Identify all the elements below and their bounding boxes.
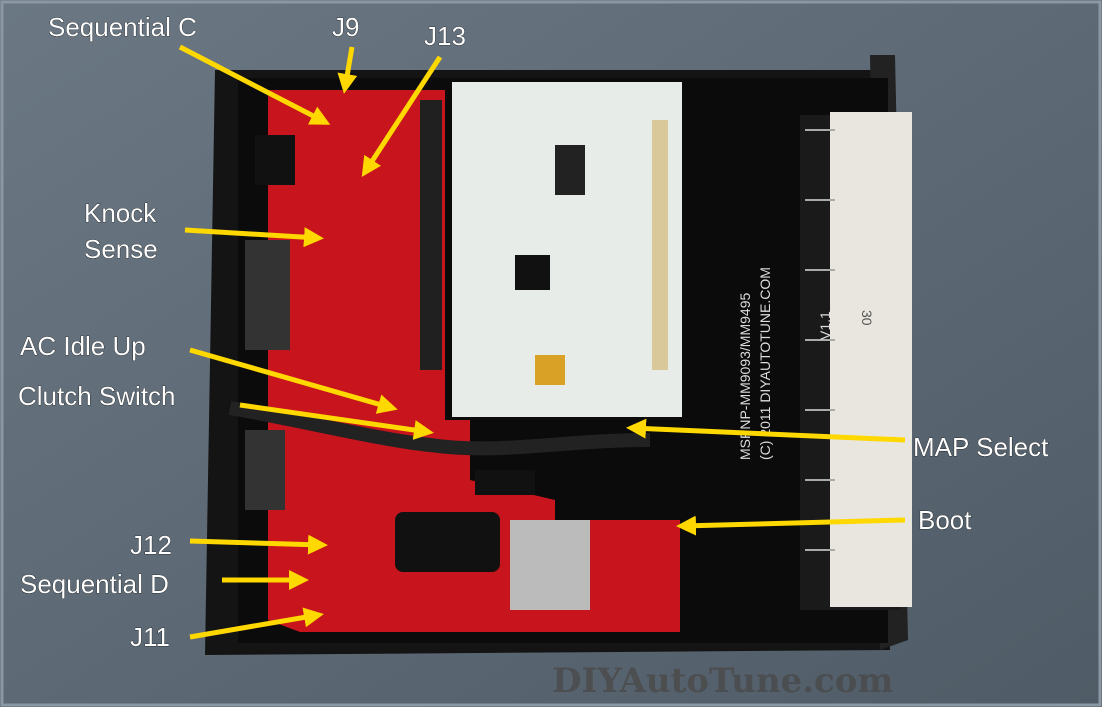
arrow-boot xyxy=(676,515,906,536)
label-j9: J9 xyxy=(332,12,359,42)
watermark: DIYAutoTune.com xyxy=(552,661,893,701)
daughter-board xyxy=(452,82,682,417)
capacitor xyxy=(395,512,500,572)
label-clutch-switch: Clutch Switch xyxy=(18,381,176,411)
label-map-select: MAP Select xyxy=(913,432,1049,462)
arrow-j12 xyxy=(189,534,328,555)
label-ac-idle-up: AC Idle Up xyxy=(20,331,146,361)
arrow-ac-idle-up xyxy=(189,347,398,414)
label-sense: Sense xyxy=(84,234,158,264)
arrow-j13 xyxy=(361,55,443,178)
arrow-j11 xyxy=(189,607,324,640)
pcb-copyright-text: (C) 2011 DIYAUTOTUNE.COM xyxy=(757,267,773,460)
arrow-clutch-switch xyxy=(239,402,434,440)
label-sequential-c: Sequential C xyxy=(48,12,197,42)
label-j13: J13 xyxy=(424,21,466,51)
arrow-map-select xyxy=(626,418,906,443)
red-pcb xyxy=(228,90,680,632)
label-j12: J12 xyxy=(130,530,172,560)
pcb-version: V1.1 xyxy=(817,311,833,340)
arrow-sequential-c xyxy=(178,44,331,125)
pcb-model-text: MSPNP-MM9093/MM9495 xyxy=(737,293,753,460)
arrow-j9 xyxy=(337,46,358,94)
label-boot: Boot xyxy=(918,505,972,535)
connector xyxy=(830,112,912,607)
annotation-arrows xyxy=(178,44,906,640)
label-knock: Knock xyxy=(84,198,157,228)
label-sequential-d: Sequential D xyxy=(20,569,169,599)
label-j11: J11 xyxy=(130,622,170,652)
arrow-knock-sense xyxy=(184,227,324,248)
connector-number: 30 xyxy=(859,310,875,326)
